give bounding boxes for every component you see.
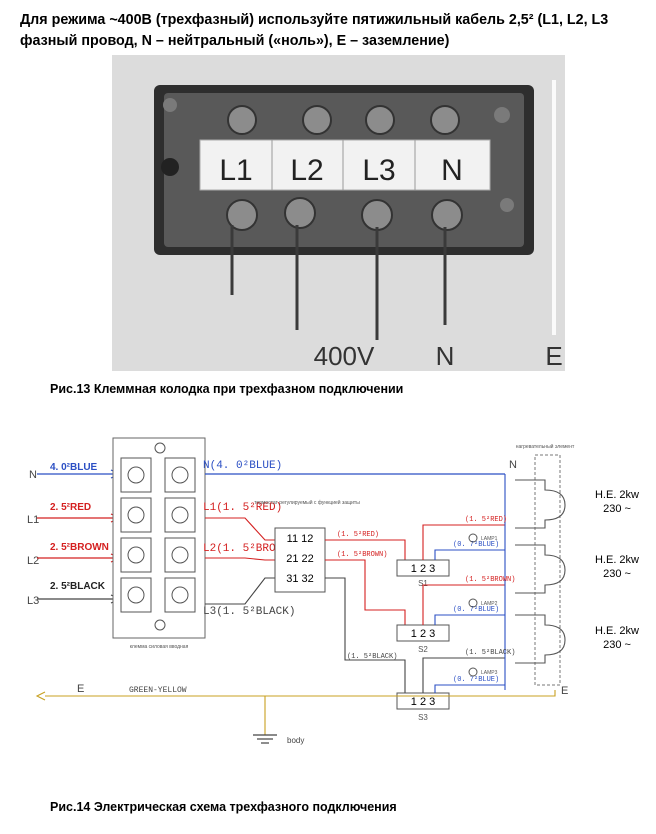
body-label: body — [287, 736, 304, 745]
label-400v: 400V — [314, 341, 375, 371]
terminal-label-n: N — [441, 154, 463, 187]
l3-out-label: L3(1. 5²BLACK) — [203, 606, 295, 618]
heater-2-name: H.E. 2kw — [595, 554, 639, 566]
n-out-label: N(4. 0²BLUE) — [203, 460, 282, 472]
relay-s2-label: S2 — [418, 645, 428, 654]
cable-l2: 2. 5²BROWN — [50, 542, 109, 553]
terminal-block-photo: L1 L2 L3 N 400V N E — [112, 55, 565, 371]
wire-right-3: (1. 5²BROWN) — [465, 576, 515, 584]
intro-text: Для режима ~400В (трехфазный) используйт… — [20, 12, 609, 49]
line-l2: L2 — [27, 555, 39, 567]
cable-l3: 2. 5²BLACK — [50, 581, 106, 592]
thermo-row-2: 21 22 — [286, 553, 314, 565]
thermostat-caption: термостат регулируемый с функцией защиты — [254, 499, 360, 506]
wire-right-1: (1. 5²RED) — [465, 516, 507, 524]
caption-fig13: Рис.13 Клеммная колодка при трехфазном п… — [50, 382, 404, 396]
mid-wire-brown: (1. 5²BROWN) — [337, 551, 387, 559]
l1-out-label: L1(1. 5²RED) — [203, 502, 282, 514]
terminal-label-l2: L2 — [290, 154, 323, 187]
green-yellow-label: GREEN-YELLOW — [129, 686, 187, 695]
caption-fig14: Рис.14 Электрическая схема трехфазного п… — [50, 800, 397, 814]
cable-l1: 2. 5²RED — [50, 502, 91, 513]
label-e: E — [545, 341, 562, 371]
lamp-1: LAMP1 — [481, 536, 498, 542]
l2-out-label: L2(1. 5²BROWN) — [203, 543, 295, 555]
wire-right-6: (0. 7²BLUE) — [453, 676, 499, 684]
relay-s2-pins: 1 2 3 — [411, 628, 435, 640]
line-n: N — [29, 469, 37, 481]
heater-caption: нагревательный элемент — [516, 443, 575, 450]
heater-3-voltage: 230 ~ — [603, 639, 631, 651]
relay-s1-pins: 1 2 3 — [411, 563, 435, 575]
wire-right-5: (1. 5²BLACK) — [465, 649, 515, 657]
relay-s1-label: S1 — [418, 579, 428, 588]
wiring-schematic: N L1 L2 L3 4. 0²BLUE 2. 5²RED 2. 5²BROWN… — [27, 437, 639, 745]
wire-right-4: (0. 7²BLUE) — [453, 606, 499, 614]
heater-1-voltage: 230 ~ — [603, 503, 631, 515]
relay-s3-pins: 1 2 3 — [411, 696, 435, 708]
heater-3-name: H.E. 2kw — [595, 625, 639, 637]
thermo-row-3: 31 32 — [286, 573, 314, 585]
thermo-row-1: 11 12 — [287, 533, 314, 545]
label-n: N — [436, 341, 455, 371]
heater-1-name: H.E. 2kw — [595, 489, 639, 501]
cable-n: 4. 0²BLUE — [50, 462, 98, 473]
relay-s3-label: S3 — [418, 713, 428, 722]
line-l3: L3 — [27, 595, 39, 607]
earth-right-label: E — [561, 685, 568, 697]
mid-wire-black: (1. 5²BLACK) — [347, 653, 397, 661]
wire-right-2: (0. 7²BLUE) — [453, 541, 499, 549]
n-top-label: N — [509, 459, 517, 471]
block-caption: клемма силовая вводная — [130, 644, 189, 650]
terminal-label-l1: L1 — [219, 154, 252, 187]
lamp-2: LAMP2 — [481, 601, 498, 607]
terminal-label-l3: L3 — [362, 154, 395, 187]
earth-label: E — [77, 683, 84, 695]
heater-2-voltage: 230 ~ — [603, 568, 631, 580]
mid-wire-red: (1. 5²RED) — [337, 531, 379, 539]
line-l1: L1 — [27, 514, 39, 526]
lamp-3: LAMP3 — [481, 670, 498, 676]
